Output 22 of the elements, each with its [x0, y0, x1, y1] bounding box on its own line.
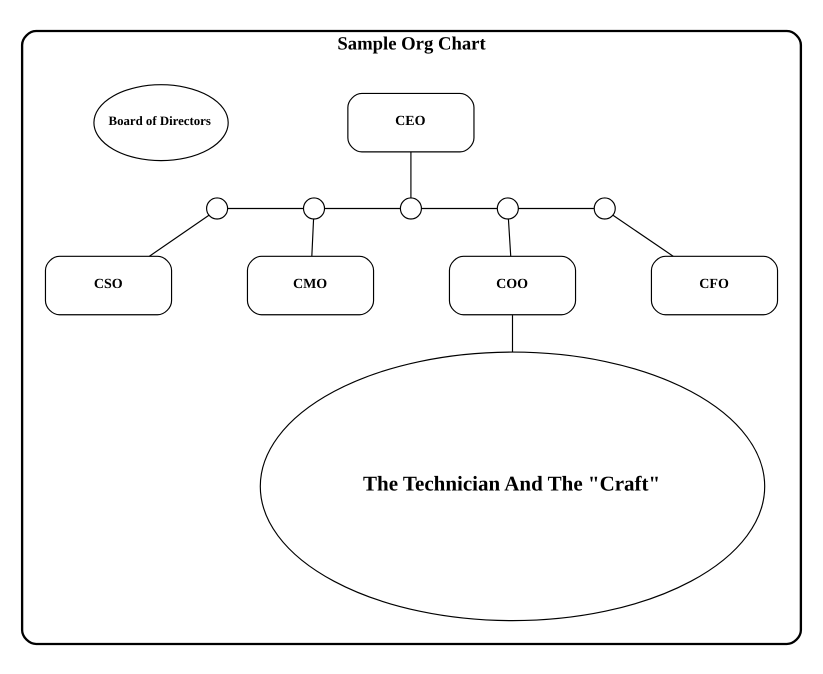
- node-box: CEO: [347, 92, 475, 152]
- connector: [612, 214, 674, 256]
- node-circle: [594, 196, 616, 220]
- node-box: CMO: [246, 255, 374, 315]
- node-circle: [302, 196, 326, 220]
- node-circle: [496, 196, 519, 220]
- connector: [410, 152, 412, 198]
- connector: [324, 207, 400, 209]
- connector: [518, 207, 594, 209]
- node-box: COO: [448, 255, 576, 315]
- node-ellipse: The Technician And The "Craft": [260, 351, 766, 621]
- node-circle: [400, 196, 422, 220]
- connector: [508, 218, 512, 256]
- node-ellipse: Board of Directors: [93, 84, 229, 161]
- connector: [512, 314, 514, 352]
- connector: [422, 207, 498, 209]
- connector: [148, 214, 210, 256]
- node-box: CSO: [44, 255, 172, 315]
- node-circle: [206, 196, 228, 220]
- connector: [228, 207, 304, 209]
- connector: [311, 218, 314, 256]
- node-box: CFO: [650, 255, 778, 315]
